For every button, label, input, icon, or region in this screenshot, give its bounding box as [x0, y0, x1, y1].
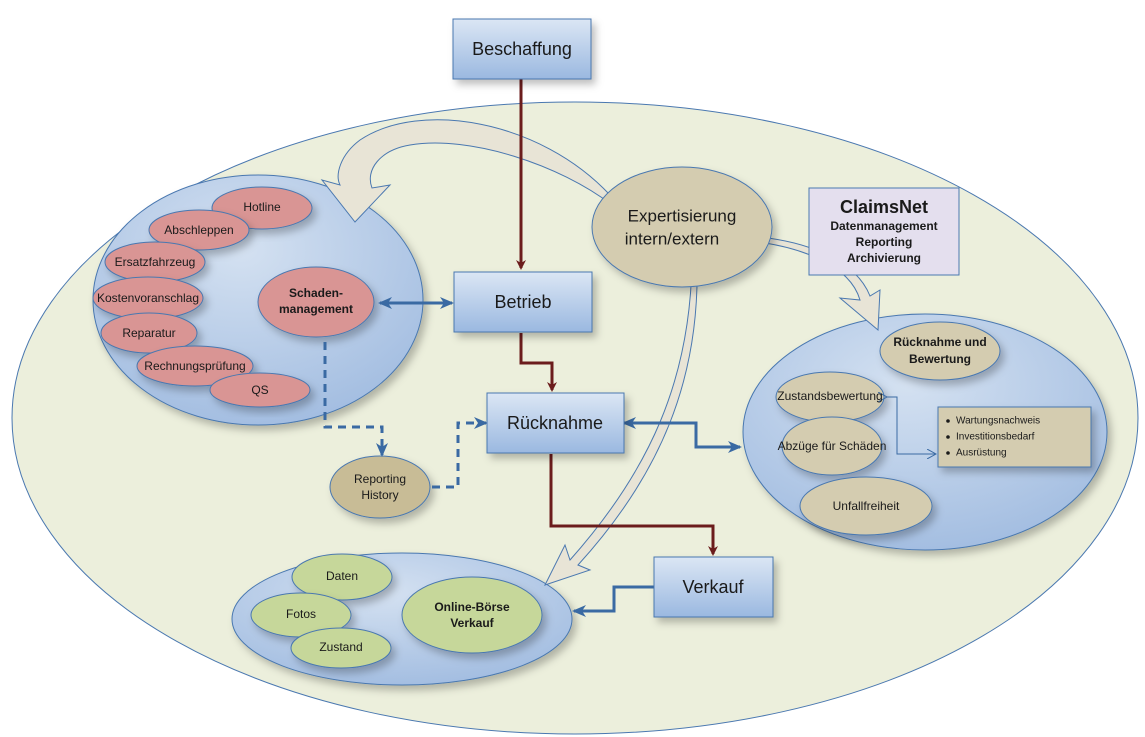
- box-betrieb[interactable]: [453, 271, 593, 333]
- schaden-items: [92, 186, 375, 408]
- label-fotos: Fotos: [286, 607, 316, 621]
- online-boerse-shape: [401, 576, 543, 654]
- label-schaden-1: Schaden-: [289, 286, 343, 300]
- header-shape: [879, 321, 1001, 381]
- link-verkauf-cluster: [572, 585, 654, 617]
- bullet-wartungsnachweis: Wartungsnachweis: [956, 416, 1040, 427]
- label-betrieb: Betrieb: [494, 292, 551, 312]
- label-unfallfreiheit: Unfallfreiheit: [833, 499, 900, 513]
- label-expertisierung-1: Expertisierung: [628, 206, 737, 225]
- label-bewertung-header-2: Bewertung: [909, 352, 971, 366]
- claimsnet-title: ClaimsNet: [840, 197, 928, 217]
- verkauf-items: [250, 553, 543, 669]
- label-expertisierung-2: intern/extern: [625, 229, 720, 248]
- label-ersatzfahrzeug: Ersatzfahrzeug: [115, 255, 196, 269]
- expertisierung-shape: [591, 166, 773, 288]
- item-reparatur-shape: [100, 312, 198, 354]
- label-rechnungspruefung: Rechnungsprüfung: [144, 359, 245, 373]
- label-zustand: Zustand: [319, 640, 362, 654]
- label-bewertung-header-1: Rücknahme und: [893, 335, 986, 349]
- bullet-connector: [887, 397, 936, 454]
- label-ruecknahme: Rücknahme: [507, 413, 603, 433]
- claimsnet-line-2: Reporting: [856, 235, 913, 249]
- bullet-investitionsbedarf: Investitionsbedarf: [956, 432, 1035, 443]
- unfallfreiheit-shape: [799, 476, 933, 536]
- claimsnet-line-3: Archivierung: [847, 251, 921, 265]
- link-ruecknahme-bewertung: [622, 417, 742, 453]
- label-verkauf: Verkauf: [682, 577, 744, 597]
- dashed-schaden-reporting: [323, 342, 388, 457]
- flow-betrieb-ruecknahme: [519, 333, 557, 392]
- label-reparatur: Reparatur: [122, 326, 175, 340]
- daten-shape: [291, 553, 393, 601]
- label-reporting-history-2: History: [361, 488, 398, 502]
- schadenmanagement-shape: [257, 266, 375, 338]
- label-schaden-2: management: [279, 302, 353, 316]
- item-rechnungspruefung-shape: [136, 345, 254, 387]
- label-beschaffung: Beschaffung: [472, 39, 572, 59]
- box-ruecknahme[interactable]: [486, 392, 625, 454]
- label-daten: Daten: [326, 569, 358, 583]
- claimsnet-line-1: Datenmanagement: [830, 219, 937, 233]
- bullet-ausruestung: Ausrüstung: [956, 448, 1007, 459]
- label-online-boerse-1: Online-Börse: [434, 600, 510, 614]
- box-beschaffung[interactable]: [452, 18, 592, 80]
- label-zustandsbewertung: Zustandsbewertung: [777, 389, 882, 403]
- box-verkauf[interactable]: [653, 556, 774, 618]
- flow-ruecknahme-verkauf: [549, 454, 718, 556]
- item-qs-shape: [209, 372, 311, 408]
- label-abschleppen: Abschleppen: [164, 223, 233, 237]
- zustand-shape: [290, 627, 392, 669]
- label-kostenvoranschlag: Kostenvoranschlag: [97, 291, 199, 305]
- label-qs: QS: [251, 383, 268, 397]
- label-abzuege: Abzüge für Schäden: [778, 439, 887, 453]
- label-online-boerse-2: Verkauf: [450, 616, 494, 630]
- bullet-dot: [946, 419, 950, 423]
- label-hotline: Hotline: [243, 200, 281, 214]
- item-abschleppen-shape: [148, 209, 250, 251]
- curved-arrow-to-schaden: [320, 119, 613, 223]
- reporting-history-shape: [329, 455, 431, 519]
- bewertung-items: [775, 321, 1092, 536]
- label-reporting-history-1: Reporting: [354, 472, 406, 486]
- bullet-dot: [946, 451, 950, 455]
- dashed-reporting-ruecknahme: [432, 417, 488, 489]
- bullet-dot: [946, 435, 950, 439]
- claimsnet-box: [808, 187, 960, 276]
- bullet-box: [937, 406, 1092, 468]
